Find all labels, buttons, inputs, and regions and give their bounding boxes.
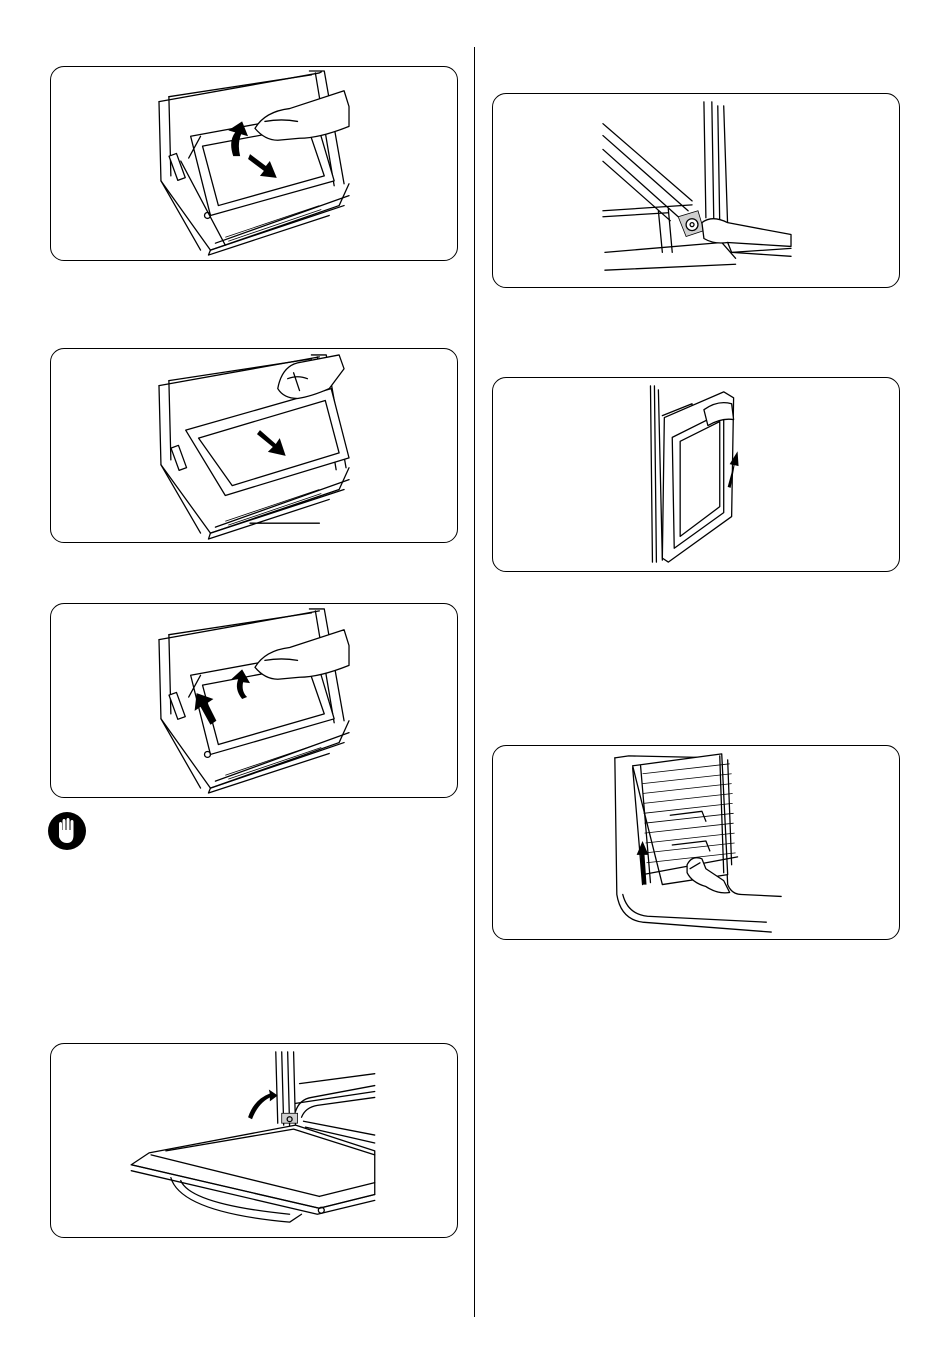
hand-icon — [278, 355, 344, 399]
fig-hinge-lever-detail — [492, 93, 900, 288]
fig-lift-door-off — [492, 377, 900, 572]
fig-slide-out-glass — [50, 348, 458, 543]
side-rack-removal-illustration — [493, 746, 899, 939]
hinge-lever-detail-illustration — [493, 94, 899, 287]
lift-door-illustration — [493, 378, 899, 571]
fig-open-door-hinge — [50, 1043, 458, 1238]
door-glass-refit-illustration — [51, 604, 457, 797]
column-divider — [474, 47, 475, 1317]
stop-hand-icon — [47, 811, 87, 851]
door-glass-slide-illustration — [51, 349, 457, 542]
rotate-arrow-icon — [248, 1090, 278, 1120]
door-glass-clip-illustration — [51, 67, 457, 260]
open-door-hinge-illustration — [51, 1044, 457, 1237]
fig-refit-glass-clip — [50, 603, 458, 798]
fig-remove-glass-clip — [50, 66, 458, 261]
fig-remove-side-rack — [492, 745, 900, 940]
